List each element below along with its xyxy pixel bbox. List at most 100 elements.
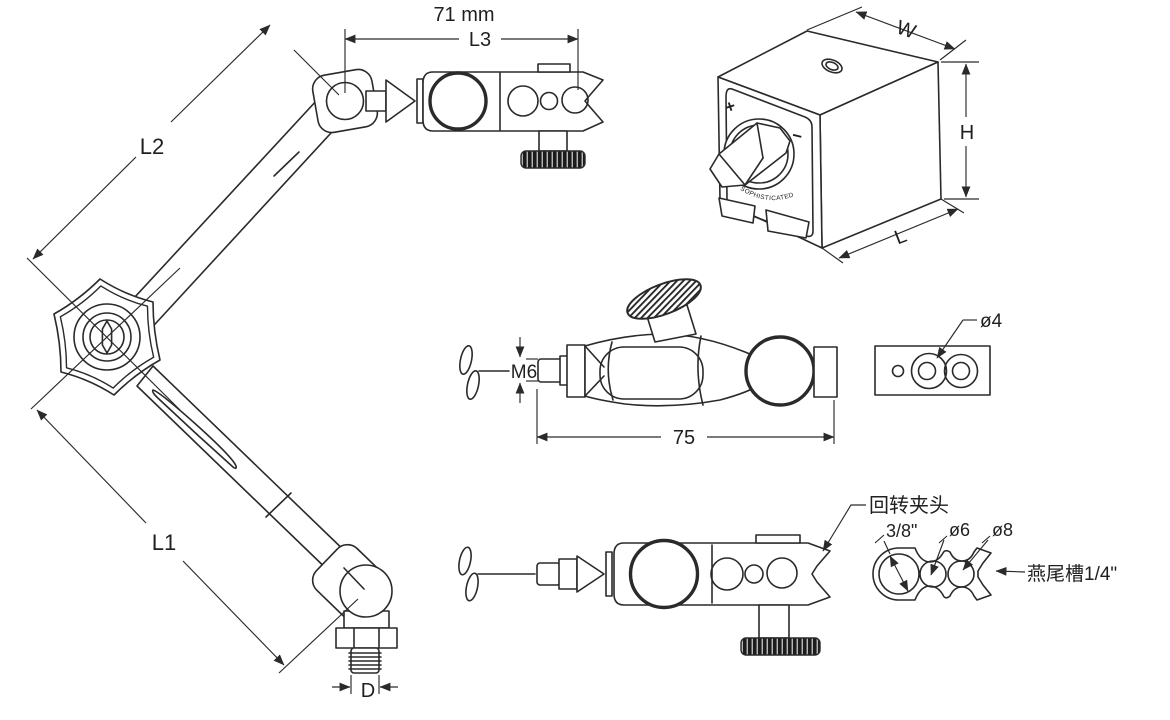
switch-lever[interactable] — [709, 122, 791, 188]
upper-arm-joint-line — [273, 151, 300, 177]
magnetic-base-view: + − SOPHISTICATED W H L — [709, 6, 979, 264]
dim-o6-label: ø6 — [949, 520, 970, 540]
switch-lever-facet-2 — [756, 122, 764, 159]
dim-L2: L2 — [32, 24, 271, 260]
top-clamp-washer — [416, 78, 424, 124]
dim-M6: M6 — [511, 337, 538, 403]
dim-L1: L1 — [36, 409, 285, 666]
m6-stud — [537, 358, 563, 383]
dim-o6: ø6 — [930, 520, 970, 576]
plate-bore-left — [910, 352, 948, 390]
stud2 — [536, 562, 561, 586]
plate-bore-right — [943, 353, 979, 389]
bottom-clamp-view: 回转夹头 — [458, 494, 949, 656]
clamp2-hole-small — [744, 564, 764, 584]
l2-extension-top — [293, 49, 340, 96]
knob-hex-socket — [101, 320, 113, 354]
ball-crease — [343, 567, 365, 590]
dim-o8: ø8 — [962, 520, 1013, 571]
clamp2-knurled-nut — [740, 637, 821, 656]
dim-M6-label: M6 — [511, 362, 537, 383]
callout-rotary-head-label: 回转夹头 — [869, 494, 949, 517]
top-clamp-knurled-nut — [520, 150, 586, 169]
stud2-step — [558, 558, 578, 590]
dim-W-label: W — [893, 17, 918, 44]
swivel-ball — [744, 335, 816, 407]
seat-o6 — [919, 560, 947, 588]
callout-dovetail: 燕尾槽1/4" — [995, 563, 1117, 585]
top-clamp-cone — [385, 79, 416, 123]
clamp-body-divider — [697, 335, 704, 406]
switch-lever-facet-3 — [744, 157, 764, 186]
swivel-clamp-side-view: M6 75 — [459, 271, 838, 449]
dim-H-label: H — [960, 122, 974, 144]
base-top-thread-hole — [821, 58, 843, 74]
switch-lever-facet-1 — [718, 153, 746, 186]
clamp-body-core — [599, 346, 704, 400]
washer-bottom — [466, 369, 480, 401]
top-clamp-stem — [538, 130, 568, 152]
clamp2-hole-large — [710, 557, 744, 591]
dim-71mm-label: 71 mm — [433, 4, 494, 26]
hex-nut — [335, 627, 398, 649]
lower-arm-joint-line — [265, 492, 292, 518]
top-clamp-hole-right — [561, 86, 589, 114]
base-foot-left — [718, 197, 756, 224]
top-clamp-hole-large — [507, 85, 539, 117]
washer2-bottom — [465, 572, 479, 602]
dim-71mm-L3: 71 mm L3 — [344, 4, 579, 93]
clamp-plate-view: ø4 — [874, 311, 1003, 396]
dim-75: 75 — [536, 389, 835, 449]
clamp-body-collar-line — [607, 341, 614, 401]
top-clamp-hole-small — [539, 91, 559, 111]
plate-small-hole — [891, 364, 905, 378]
knob-ring-3 — [89, 319, 125, 355]
knob-ring-1 — [73, 303, 141, 371]
seat-o8 — [947, 560, 975, 588]
dim-H: H — [941, 61, 979, 200]
callout-rotary-head: 回转夹头 — [822, 494, 949, 552]
clamp2-washer — [605, 551, 613, 597]
top-clamp-tab — [537, 63, 571, 73]
dim-D-label: D — [361, 680, 375, 702]
knob-ring-2 — [82, 312, 132, 362]
callout-dovetail-label: 燕尾槽1/4" — [1027, 563, 1117, 585]
dim-L1-label: L1 — [152, 530, 176, 555]
dim-3-8-label: 3/8" — [886, 521, 917, 541]
dim-L2-label: L2 — [140, 134, 164, 159]
switch-minus-label: − — [790, 126, 804, 147]
clamp2-ball-knob — [628, 538, 700, 610]
stud-collar-mid — [566, 344, 586, 398]
l2-extension-line — [26, 257, 181, 411]
dim-75-label: 75 — [673, 427, 695, 449]
thumb-knob[interactable] — [622, 271, 706, 327]
l1-extension-bottom — [278, 598, 359, 674]
top-clamp-ball-knob — [428, 71, 488, 131]
seat-3-8 — [878, 553, 920, 595]
stud-threads — [348, 652, 382, 670]
clamp-wedge-bottom — [584, 375, 605, 397]
dim-o8-label: ø8 — [992, 520, 1013, 540]
clamp2-cone — [576, 555, 605, 593]
dim-L-label: L — [892, 225, 910, 250]
top-clamp-neck — [365, 90, 387, 112]
plate-hole-left — [917, 361, 937, 381]
articulated-arm-view: L2 L1 71 mm L3 D — [26, 4, 604, 702]
washer-top — [459, 344, 473, 376]
lower-arm-slot — [151, 389, 237, 470]
clamp2-tab — [755, 534, 801, 544]
clamp-wedge-top — [584, 345, 605, 368]
dim-D: D — [332, 675, 398, 702]
dim-L3-label: L3 — [469, 29, 491, 51]
clamp-body — [584, 333, 771, 407]
clamp-head-detail-view: 3/8" ø6 ø8 燕尾槽1/4" — [872, 520, 1117, 601]
dim-o4-label: ø4 — [980, 311, 1003, 332]
dim-L: L — [821, 198, 965, 264]
plate-hole-right — [951, 361, 971, 381]
dim-3-8: 3/8" — [874, 521, 917, 592]
clamp-head-edge — [813, 346, 838, 398]
base-foot-right — [765, 209, 810, 239]
clamp2-stem — [758, 604, 790, 639]
l1-extension-line — [30, 267, 181, 410]
